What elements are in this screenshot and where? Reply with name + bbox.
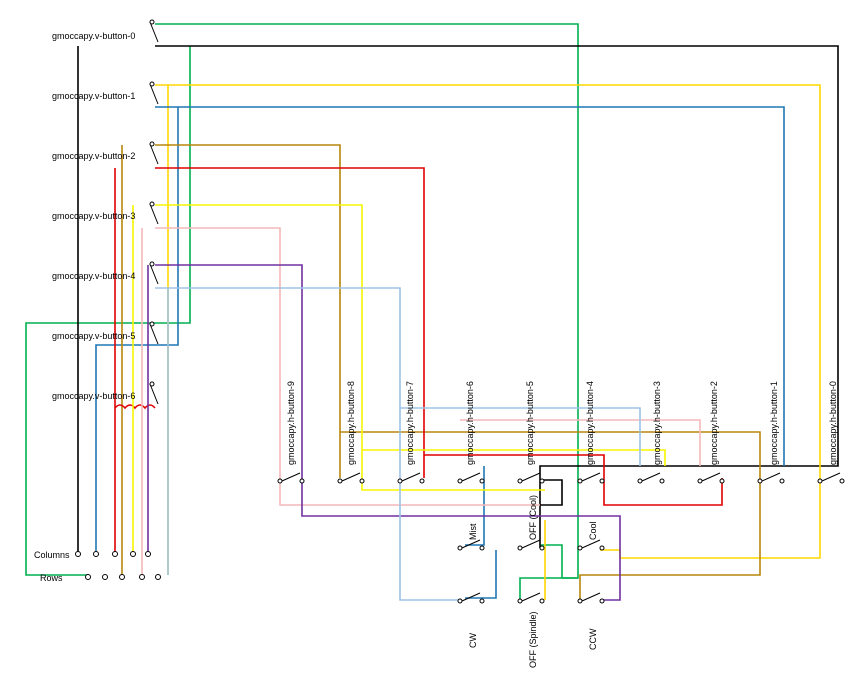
v-button-label-5: gmoccapy.v-button-5	[52, 331, 135, 341]
v-button-label-3: gmoccapy.v-button-3	[52, 211, 135, 221]
coolant-label-off: OFF (Cool)	[528, 495, 538, 540]
v-button-1-switch[interactable]	[149, 81, 159, 105]
v-button-label-4: gmoccapy.v-button-4	[52, 271, 135, 281]
wire-blue-row	[95, 107, 179, 552]
wire-purple	[155, 264, 621, 601]
wire-pink	[155, 227, 540, 506]
coolant-switches: Mist OFF (Cool) Cool	[457, 495, 605, 551]
mist-switch[interactable]	[457, 539, 485, 551]
wire-yellow	[155, 84, 821, 559]
v-button-0-switch[interactable]	[149, 19, 159, 43]
v-button-label-2: gmoccapy.v-button-2	[52, 151, 135, 161]
v-button-2-switch[interactable]	[149, 141, 159, 165]
spindle-label-ccw: CCW	[588, 628, 598, 650]
v-button-group: gmoccapy.v-button-0 gmoccapy.v-button-1 …	[52, 19, 159, 405]
h-button-label-0: gmoccapy.h-button-0	[828, 381, 838, 465]
wires	[25, 23, 839, 601]
cool-switch[interactable]	[577, 539, 605, 551]
h-button-label-2: gmoccapy.h-button-2	[709, 381, 719, 465]
v-button-5-switch[interactable]	[149, 321, 159, 345]
wire-red-h	[424, 454, 723, 506]
h-button-label-8: gmoccapy.h-button-8	[346, 381, 356, 465]
wire-pink-h	[460, 419, 701, 466]
v-button-label-1: gmoccapy.v-button-1	[52, 91, 135, 101]
h-button-8-switch[interactable]	[337, 472, 365, 484]
h-button-3-switch[interactable]	[637, 472, 665, 484]
wire-red	[155, 167, 425, 478]
h-button-7-switch[interactable]	[397, 472, 425, 484]
wire-black-stub	[540, 479, 563, 506]
h-button-label-6: gmoccapy.h-button-6	[465, 381, 475, 465]
wire-black	[155, 45, 839, 548]
spindle-label-off: OFF (Spindle)	[528, 611, 538, 668]
coolant-label-mist: Mist	[468, 523, 478, 540]
wire-red-coil	[114, 404, 156, 410]
wire-goldenrod-h	[340, 431, 761, 600]
h-button-label-4: gmoccapy.h-button-4	[585, 381, 595, 465]
wire-lightblue	[155, 287, 460, 601]
spindle-label-cw: CW	[468, 633, 478, 648]
wire-brightyellow	[155, 204, 545, 491]
cw-switch[interactable]	[457, 592, 485, 604]
connectors: Columns Rows	[34, 550, 161, 583]
h-button-label-7: gmoccapy.h-button-7	[405, 381, 415, 465]
columns-label: Columns	[34, 550, 70, 560]
spindle-switches: CW OFF (Spindle) CCW	[457, 592, 605, 668]
v-button-label-0: gmoccapy.v-button-0	[52, 31, 135, 41]
h-button-label-1: gmoccapy.h-button-1	[769, 381, 779, 465]
wire-lightblue-h	[400, 407, 641, 466]
wire-green-spindle	[519, 577, 578, 600]
h-button-6-switch[interactable]	[457, 472, 485, 484]
off-spindle-switch[interactable]	[517, 592, 545, 604]
wire-green-row	[25, 46, 191, 576]
v-button-label-6: gmoccapy.v-button-6	[52, 391, 135, 401]
off-cool-switch[interactable]	[517, 539, 545, 551]
v-button-6-switch[interactable]	[149, 381, 159, 405]
h-button-1-switch[interactable]	[757, 472, 785, 484]
wire-brightyellow-h	[362, 449, 666, 466]
wire-blue	[155, 106, 785, 466]
wire-blue-h	[465, 466, 485, 546]
h-button-group: gmoccapy.h-button-9 gmoccapy.h-button-8 …	[277, 381, 845, 484]
h-button-5-switch[interactable]	[517, 472, 545, 484]
h-button-9-switch[interactable]	[277, 472, 305, 484]
rows-label: Rows	[40, 573, 63, 583]
rows-pins	[85, 574, 161, 580]
h-button-4-switch[interactable]	[577, 472, 605, 484]
h-button-label-9: gmoccapy.h-button-9	[286, 381, 296, 465]
coolant-label-cool: Cool	[588, 521, 598, 540]
h-button-2-switch[interactable]	[697, 472, 725, 484]
wire-blue-h2	[465, 550, 497, 599]
columns-pins	[75, 551, 151, 557]
h-button-0-switch[interactable]	[817, 472, 845, 484]
v-button-3-switch[interactable]	[149, 201, 159, 225]
ccw-switch[interactable]	[577, 592, 605, 604]
wire-goldenrod	[155, 144, 341, 478]
h-button-label-3: gmoccapy.h-button-3	[652, 381, 662, 465]
h-button-label-5: gmoccapy.h-button-5	[525, 381, 535, 465]
v-button-4-switch[interactable]	[149, 261, 159, 285]
